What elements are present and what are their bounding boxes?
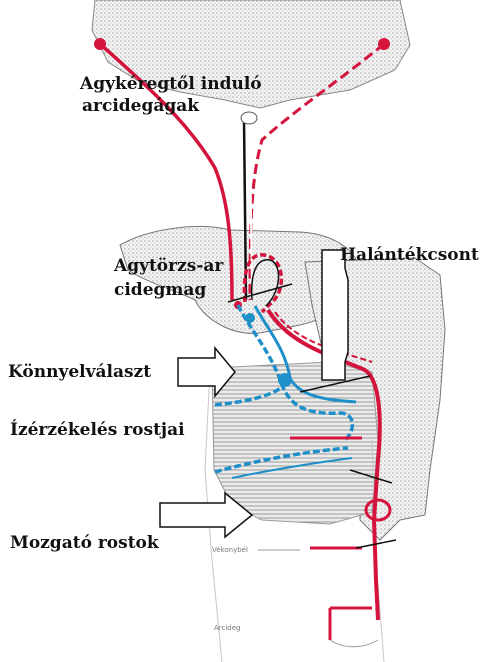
label-nucleus-line1: Agytörzs-ar <box>114 256 223 276</box>
cortex-cell-left <box>94 38 106 50</box>
cortex-junction <box>241 112 257 124</box>
sensory-node <box>245 313 255 323</box>
label-motor-fibers: Mozgató rostok <box>10 533 159 553</box>
label-cortex-line1: Agykéregtől induló <box>80 74 262 94</box>
small-label-upper: Vékonybél <box>212 546 248 554</box>
cortex-cell-right <box>378 38 390 50</box>
secretory-line <box>330 640 378 647</box>
temporal-bone-arrow <box>322 250 348 380</box>
label-nucleus-line2: cidegmag <box>114 280 206 300</box>
label-temporal-bone: Halántékcsont <box>340 245 479 265</box>
geniculate-ganglion <box>278 373 292 387</box>
label-cortex-line2: arcidegágak <box>82 96 199 116</box>
label-lacrimal: Könnyelválaszt <box>8 362 151 382</box>
small-label-lower: Arcideg <box>214 624 241 632</box>
label-taste-fibers: Ízérzékelés rostjai <box>10 420 185 440</box>
